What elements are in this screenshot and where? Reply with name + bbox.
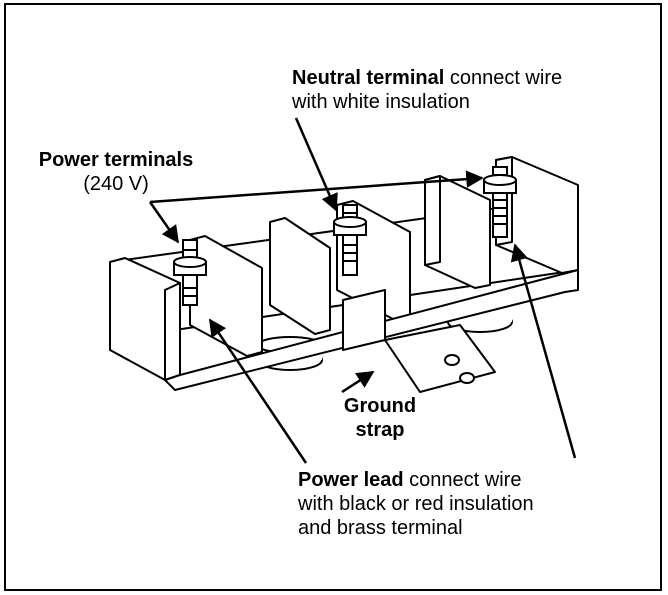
ground-strap-line2: strap xyxy=(355,419,405,441)
power-lead-line1: connect wire xyxy=(409,469,522,491)
ground-strap-tab xyxy=(384,324,496,393)
arrow-power-lead-left xyxy=(208,318,308,464)
neutral-terminal-bolt xyxy=(333,204,367,276)
power-terminal-bolt-right xyxy=(483,166,517,238)
arrow-power-terminal-right xyxy=(149,170,484,204)
arrow-power-lead-right xyxy=(510,243,577,459)
neutral-terminal-line1: connect wire xyxy=(449,67,563,89)
arrow-neutral-terminal xyxy=(294,117,338,212)
power-terminal-bolt-left xyxy=(173,239,207,306)
end-block-mid xyxy=(189,235,263,357)
arrow-power-terminal-left xyxy=(148,201,180,244)
power-terminals-voltage: (240 V) xyxy=(83,173,149,195)
power-terminals-label: Power terminals (240 V) xyxy=(26,148,206,196)
neutral-terminal-label: Neutral terminal connect wire with white… xyxy=(292,66,562,114)
ground-strap-vertical xyxy=(342,289,386,351)
neutral-terminal-title: Neutral terminal xyxy=(292,67,445,89)
power-lead-label: Power lead connect wire with black or re… xyxy=(298,468,534,540)
divider-fin-3 xyxy=(424,175,491,289)
power-lead-title: Power lead xyxy=(298,469,404,491)
power-lead-line3: and brass terminal xyxy=(298,517,463,539)
power-lead-line2: with black or red insulation xyxy=(298,493,534,515)
power-terminals-title: Power terminals xyxy=(38,149,194,171)
ground-strap-label: Ground strap xyxy=(330,394,430,442)
ground-strap-line1: Ground xyxy=(343,395,417,417)
divider-fin-1 xyxy=(269,217,331,335)
arrow-ground-strap xyxy=(341,370,375,394)
neutral-terminal-line2: with white insulation xyxy=(292,91,470,113)
